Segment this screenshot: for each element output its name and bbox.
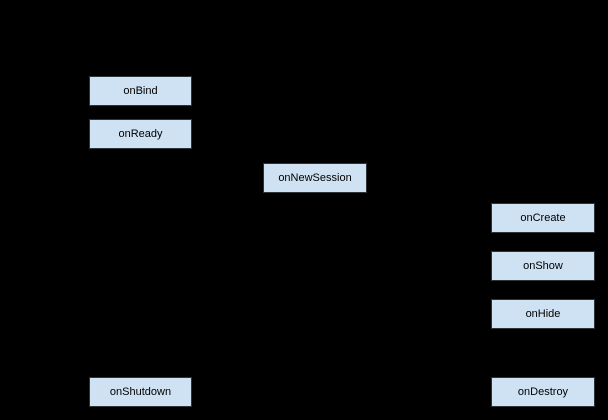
diagram-node-label: onHide bbox=[525, 307, 561, 320]
diagram-node-onReady: onReady bbox=[89, 119, 192, 149]
diagram-node-label: onDestroy bbox=[517, 385, 569, 398]
diagram-node-label: onNewSession bbox=[278, 171, 352, 184]
diagram-node-onCreate: onCreate bbox=[491, 203, 595, 233]
diagram-node-onShow: onShow bbox=[491, 251, 595, 281]
diagram-node-label: onShutdown bbox=[109, 385, 172, 398]
diagram-node-onDestroy: onDestroy bbox=[491, 377, 595, 407]
diagram-node-onHide: onHide bbox=[491, 299, 595, 329]
diagram-node-onNewSession: onNewSession bbox=[263, 163, 367, 193]
diagram-node-onShutdown: onShutdown bbox=[89, 377, 192, 407]
diagram-node-label: onBind bbox=[123, 84, 158, 97]
diagram-node-label: onCreate bbox=[520, 211, 566, 224]
diagram-node-onBind: onBind bbox=[89, 76, 192, 106]
diagram-node-label: onShow bbox=[523, 259, 563, 272]
diagram-node-label: onReady bbox=[118, 127, 163, 140]
